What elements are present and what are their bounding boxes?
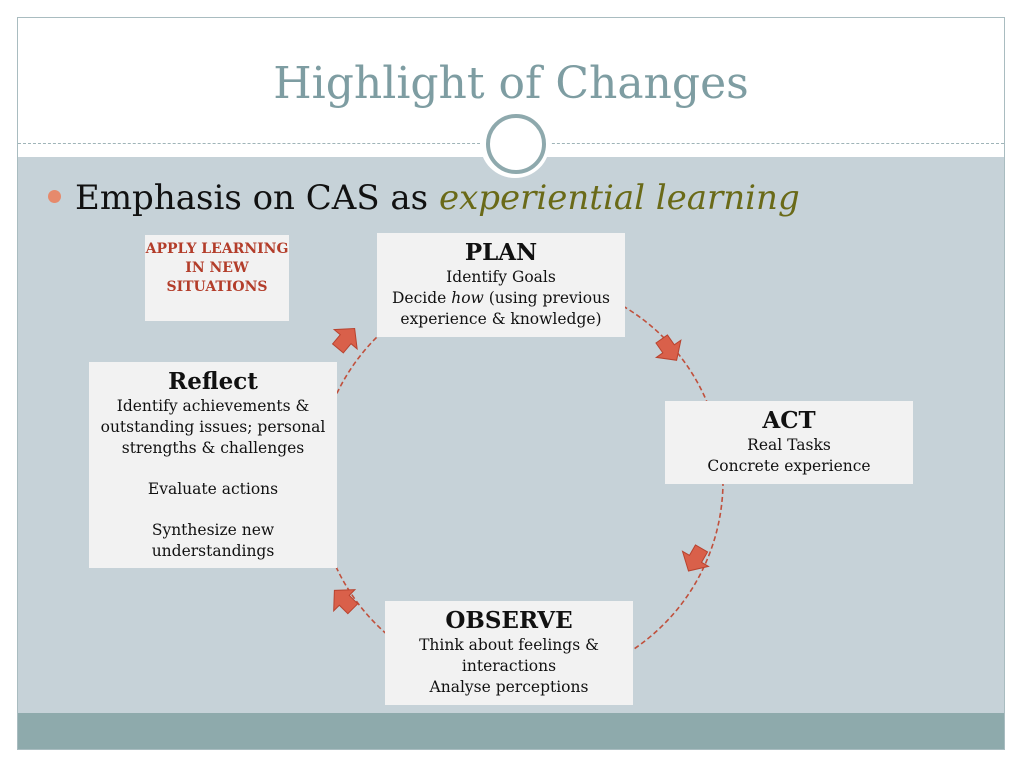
spacer <box>89 459 337 479</box>
reflect-line: understandings <box>151 542 275 560</box>
arrow-icon-plan-to-act <box>654 334 682 361</box>
spacer <box>89 500 337 520</box>
slide: Highlight of Changes Emphasis on CAS as … <box>17 17 1005 750</box>
bullet-emphasis: experiential learning <box>438 178 800 218</box>
cycle-arrows <box>331 327 710 615</box>
reflect-line: outstanding issues; personal <box>100 418 326 436</box>
observe-line: Think about feelings & <box>419 636 599 654</box>
reflect-box: Reflect Identify achievements & outstand… <box>89 362 337 568</box>
reflect-line: Synthesize new <box>151 521 275 539</box>
page-title: Highlight of Changes <box>273 58 749 109</box>
reflect-heading: Reflect <box>168 368 258 395</box>
apply-learning-label: APPLY LEARNING IN NEW SITUATIONS <box>145 235 289 321</box>
footer-band <box>18 713 1004 749</box>
plan-line-emphasis: how <box>451 289 484 307</box>
plan-line-text: Decide <box>391 289 452 307</box>
plan-line-text: (using previous <box>483 289 611 307</box>
reflect-line: strengths & challenges <box>121 439 305 457</box>
act-line: Real Tasks <box>747 436 831 454</box>
observe-box: OBSERVE Think about feelings & interacti… <box>385 601 633 705</box>
bullet-item: Emphasis on CAS as experiential learning <box>48 178 800 218</box>
bullet-dot-icon <box>48 189 61 203</box>
circle-icon <box>486 114 546 174</box>
act-line: Concrete experience <box>707 457 871 475</box>
arrow-icon-reflect-to-plan <box>331 327 358 354</box>
plan-line: Identify Goals <box>446 268 556 286</box>
arrow-icon-act-to-observe <box>681 544 710 572</box>
plan-line: experience & knowledge) <box>400 310 602 328</box>
act-heading: ACT <box>762 407 816 434</box>
act-box: ACT Real Tasks Concrete experience <box>665 401 913 484</box>
observe-line: interactions <box>461 657 557 675</box>
reflect-line: Evaluate actions <box>147 480 279 498</box>
reflect-line: Identify achievements & <box>116 397 310 415</box>
arrow-icon-observe-to-reflect <box>333 589 359 615</box>
plan-line: Decide how (using previous <box>377 288 625 309</box>
bullet-text: Emphasis on CAS as <box>75 178 439 218</box>
observe-heading: OBSERVE <box>445 607 573 634</box>
observe-line: Analyse perceptions <box>429 678 589 696</box>
plan-box: PLAN Identify Goals Decide how (using pr… <box>377 233 625 337</box>
plan-heading: PLAN <box>464 239 538 266</box>
